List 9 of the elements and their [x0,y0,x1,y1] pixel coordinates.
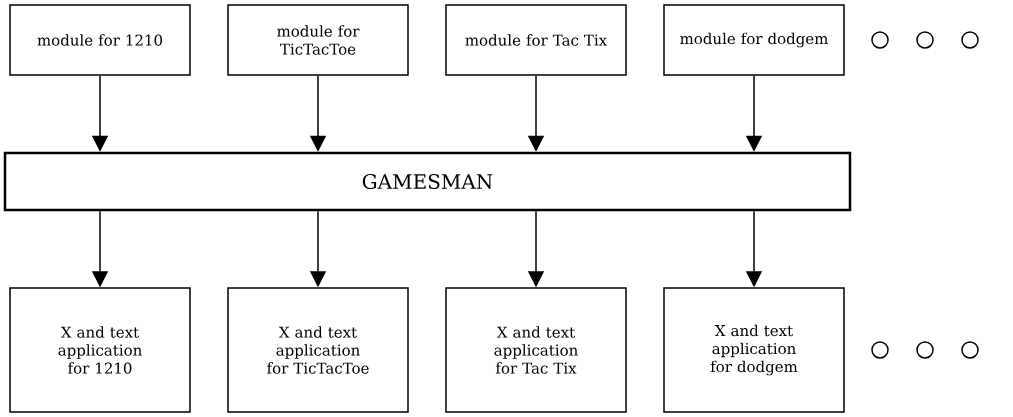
module-box: module for dodgem [663,4,845,76]
application-box: X and text application for dodgem [663,287,845,413]
module-box: module for 1210 [9,4,191,76]
module-box: module for Tac Tix [445,4,627,76]
system-bar: GAMESMAN [3,151,852,212]
module-box: module for TicTacToe [227,4,409,76]
application-box: X and text application for TicTacToe [227,287,409,413]
application-box: X and text application for 1210 [9,287,191,413]
application-box: X and text application for Tac Tix [445,287,627,413]
